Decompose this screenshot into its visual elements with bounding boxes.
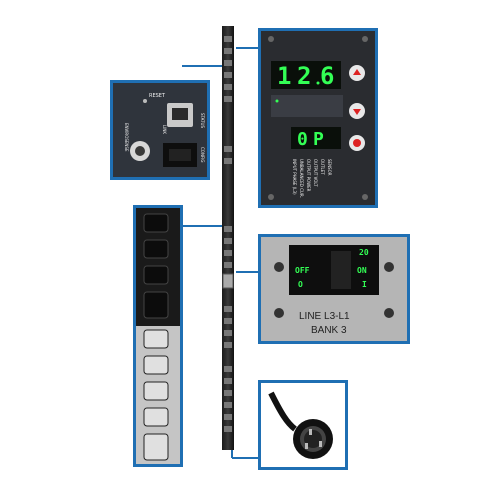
menu-label-5: OUTLET bbox=[320, 159, 325, 175]
reset-button[interactable] bbox=[143, 99, 147, 103]
status-code-display bbox=[291, 127, 341, 149]
line-label: LINE L3-L1 bbox=[299, 311, 350, 322]
plug-panel bbox=[258, 380, 348, 470]
load-digit-3: 6 bbox=[320, 62, 334, 90]
load-meter bbox=[271, 61, 341, 89]
code-char-1: 0 bbox=[297, 129, 308, 150]
network-port-graphic: RESET LINK STATUS ENVIROSENSE CONFIG bbox=[113, 83, 207, 177]
outlets-panel bbox=[133, 205, 183, 467]
breaker-panel: OFF O ON I 20 LINE L3-L1 BANK 3 bbox=[258, 234, 410, 344]
menu-label-6: SENSOR bbox=[327, 159, 332, 176]
on-symbol: I bbox=[362, 280, 367, 289]
network-port-panel: RESET LINK STATUS ENVIROSENSE CONFIG bbox=[110, 80, 210, 180]
off-symbol: O bbox=[298, 280, 303, 289]
off-label: OFF bbox=[295, 266, 310, 275]
status-label: STATUS bbox=[200, 113, 205, 128]
code-char-2: P bbox=[313, 129, 324, 150]
c19-outlet-bank2 bbox=[143, 433, 169, 461]
reset-label: RESET bbox=[149, 93, 166, 99]
plug-graphic bbox=[261, 383, 345, 467]
menu-label-2: UNBALANCED CUR. bbox=[299, 159, 304, 198]
pdu-strip bbox=[220, 26, 236, 450]
c19-outlet bbox=[143, 291, 169, 319]
bank-label: BANK 3 bbox=[311, 325, 347, 336]
c13-outlet-group-bank2 bbox=[143, 329, 169, 427]
envirosense-label: ENVIROSENSE bbox=[124, 123, 129, 152]
pdu-strip-graphic bbox=[222, 26, 234, 450]
power-cord-icon bbox=[268, 391, 297, 432]
link-label: LINK bbox=[162, 125, 167, 134]
display-graphic: 1 2 6 0 P INPUT PHASE (L3) UNBALANCED CU… bbox=[261, 31, 375, 205]
menu-label-3: OUTPUT POWER bbox=[306, 159, 311, 192]
on-label: ON bbox=[357, 266, 367, 275]
config-label: CONFIG bbox=[200, 147, 205, 163]
c13-outlet-group bbox=[143, 213, 169, 285]
menu-label-4: OUTPUT VOLT bbox=[313, 159, 318, 187]
menu-label-1: INPUT PHASE (L3) bbox=[292, 159, 297, 195]
breaker-graphic: OFF O ON I 20 LINE L3-L1 BANK 3 bbox=[261, 237, 407, 341]
load-digit-2: 2 bbox=[297, 62, 311, 90]
decimal-point bbox=[316, 81, 320, 85]
digital-display-panel: 1 2 6 0 P INPUT PHASE (L3) UNBALANCED CU… bbox=[258, 28, 378, 208]
rating-label: 20 bbox=[359, 248, 369, 257]
unit-led bbox=[275, 99, 279, 103]
outlets-graphic bbox=[136, 208, 180, 464]
load-digit-1: 1 bbox=[277, 62, 291, 90]
